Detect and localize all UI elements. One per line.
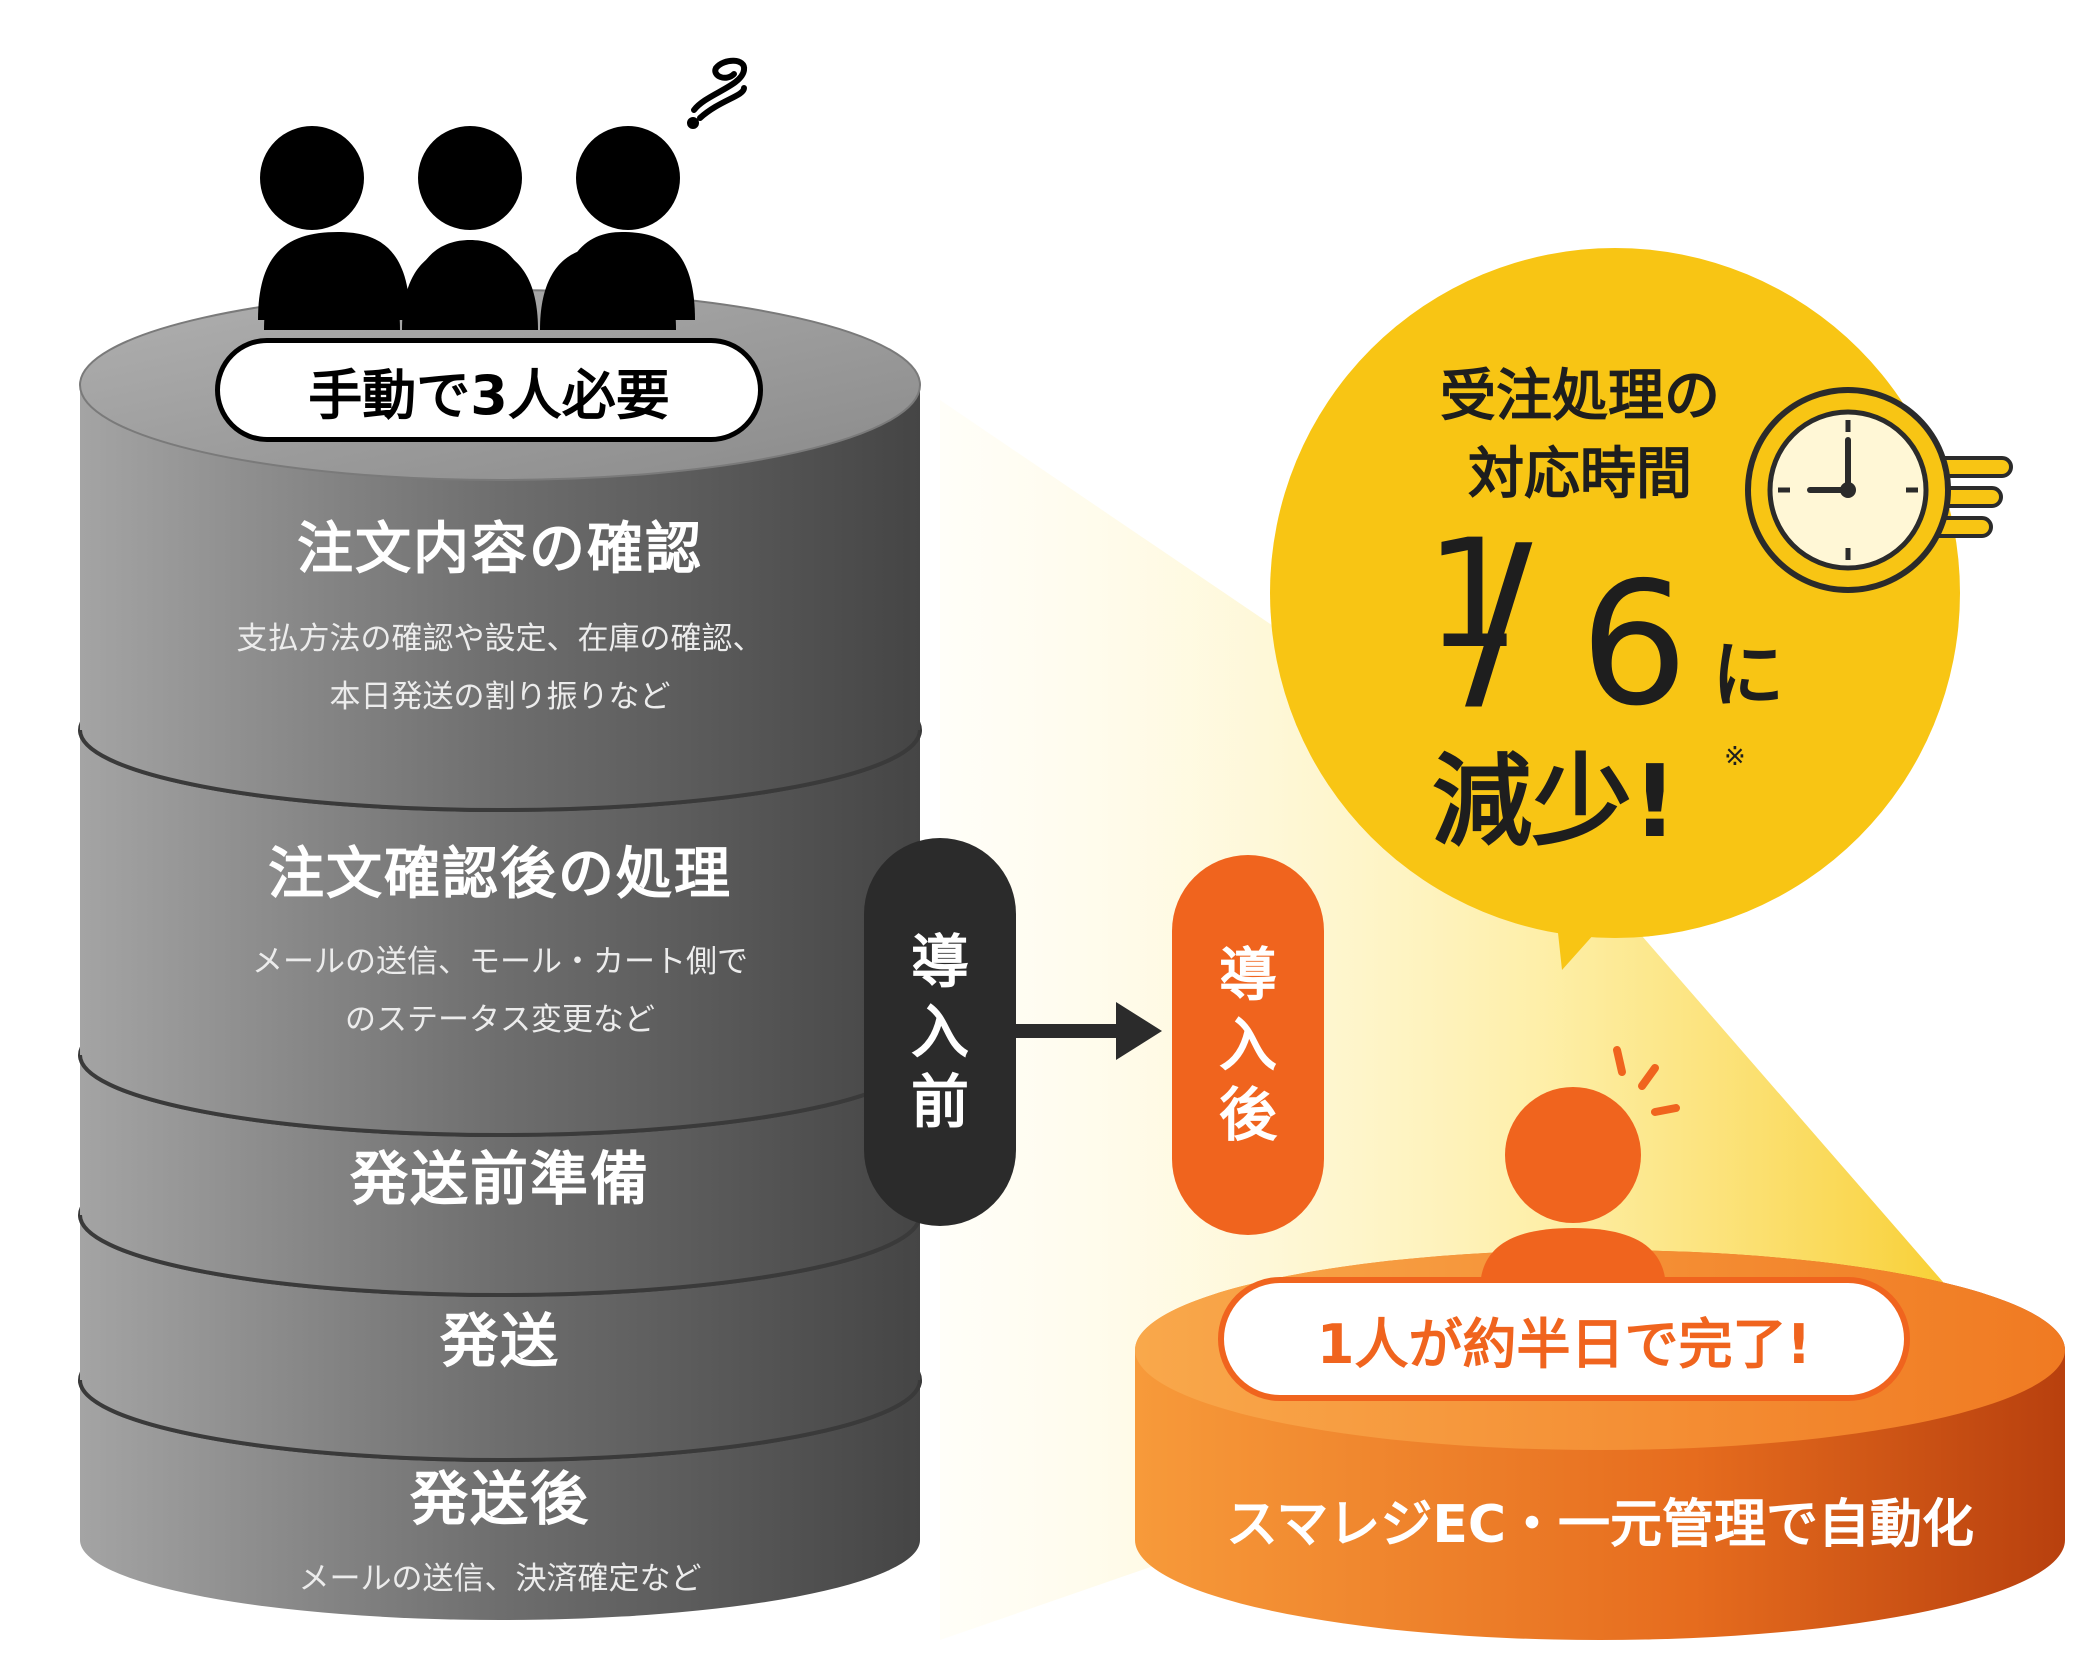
arrow-right-icon [1010, 1002, 1162, 1060]
alert-rays-icon [1613, 1046, 1680, 1116]
after-label-char-1: 導 [1218, 941, 1277, 1009]
callout-result: 減少! [1432, 743, 1678, 860]
callout-particle: に [1712, 633, 1785, 717]
after-label-char-2: 入 [1218, 1011, 1277, 1079]
step-5-title: 発送後 [409, 1465, 590, 1533]
before-label-char-3: 前 [910, 1068, 969, 1136]
clock-icon [1745, 387, 2013, 593]
step-1-title: 注文内容の確認 [297, 517, 703, 582]
before-staff-text: 手動で3人必要 [308, 363, 670, 427]
callout-fraction-slash: / [1465, 503, 1533, 736]
step-5-desc-line-1: メールの送信、決済確定など [298, 1561, 702, 1597]
step-1-desc-line-1: 支払方法の確認や設定、在庫の確認、 [236, 621, 764, 657]
after-platform-label: スマレジEC・一元管理で自動化 [1225, 1495, 1975, 1555]
callout-fraction-denominator: 6 [1580, 546, 1689, 744]
step-3-title: 発送前準備 [349, 1145, 650, 1213]
confused-swirl-icon [687, 57, 747, 129]
before-label-pill: 導 入 前 [864, 838, 1016, 1226]
callout-note-mark: ※ [1724, 742, 1746, 772]
before-label-char-2: 入 [910, 998, 969, 1066]
callout-fraction-numerator: 1 [1425, 508, 1521, 682]
step-4-title: 発送 [439, 1307, 560, 1375]
after-staff-label: 1人が約半日で完了! [1218, 1277, 1910, 1401]
callout-line-1: 受注処理の [1440, 364, 1720, 429]
after-label-pill: 導 入 後 [1172, 855, 1324, 1235]
step-2-desc-line-1: メールの送信、モール・カート側で [252, 944, 748, 980]
before-staff-label: 手動で3人必要 [215, 338, 763, 442]
after-staff-text: 1人が約半日で完了! [1316, 1312, 1812, 1376]
step-2-title: 注文確認後の処理 [268, 842, 732, 907]
step-2-desc-line-2: のステータス変更など [345, 1002, 655, 1038]
step-1-desc-line-2: 本日発送の割り振りなど [329, 679, 671, 715]
before-label-char-1: 導 [910, 928, 969, 996]
callout-line-2: 対応時間 [1468, 442, 1692, 507]
people-group-icon [258, 126, 695, 330]
after-label-char-3: 後 [1218, 1081, 1277, 1149]
person-icon [1480, 1087, 1666, 1290]
